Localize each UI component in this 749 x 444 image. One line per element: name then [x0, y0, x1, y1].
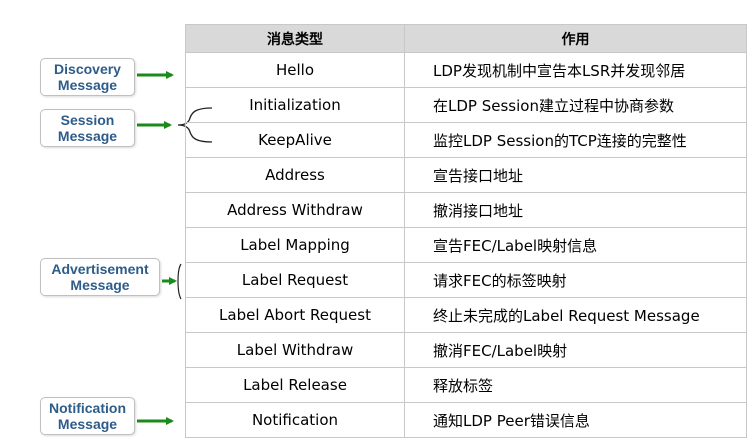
category-session-message: Session Message [40, 109, 135, 147]
category-label-line2: Message [70, 277, 130, 293]
table-header-row: 消息类型 作用 [185, 24, 747, 53]
category-label-line2: Message [57, 77, 118, 93]
ldp-message-table: 消息类型 作用 Hello LDP发现机制中宣告本LSR并发现邻居 Initia… [185, 24, 747, 438]
table-row: Notification 通知LDP Peer错误信息 [185, 402, 747, 438]
purpose-cell: LDP发现机制中宣告本LSR并发现邻居 [404, 52, 747, 88]
message-type-cell: Address Withdraw [185, 192, 405, 228]
purpose-cell: 在LDP Session建立过程中协商参数 [404, 87, 747, 123]
purpose-cell: 撤消接口地址 [404, 192, 747, 228]
message-type-cell: Label Withdraw [185, 332, 405, 368]
purpose-cell: 撤消FEC/Label映射 [404, 332, 747, 368]
header-purpose: 作用 [404, 24, 747, 53]
message-type-cell: Label Mapping [185, 227, 405, 263]
purpose-cell: 终止未完成的Label Request Message [404, 297, 747, 333]
message-type-cell: Hello [185, 52, 405, 88]
category-label-line2: Message [57, 416, 118, 432]
purpose-cell: 释放标签 [404, 367, 747, 403]
purpose-cell: 请求FEC的标签映射 [404, 262, 747, 298]
category-label-line1: Discovery [54, 61, 121, 77]
header-message-type: 消息类型 [185, 24, 405, 53]
table-row: Label Request 请求FEC的标签映射 [185, 262, 747, 298]
category-label-line2: Message [57, 128, 118, 144]
category-label-line1: Session [60, 112, 115, 128]
category-label-line1: Notification [49, 400, 126, 416]
purpose-cell: 通知LDP Peer错误信息 [404, 402, 747, 438]
message-type-cell: Label Request [185, 262, 405, 298]
table-row: Label Mapping 宣告FEC/Label映射信息 [185, 227, 747, 263]
message-type-cell: Label Abort Request [185, 297, 405, 333]
table-row: Initialization 在LDP Session建立过程中协商参数 [185, 87, 747, 123]
purpose-cell: 宣告接口地址 [404, 157, 747, 193]
purpose-cell: 宣告FEC/Label映射信息 [404, 227, 747, 263]
message-type-cell: Initialization [185, 87, 405, 123]
advertisement-bracket [177, 263, 182, 300]
message-type-cell: Label Release [185, 367, 405, 403]
message-type-cell: KeepAlive [185, 122, 405, 158]
purpose-cell: 监控LDP Session的TCP连接的完整性 [404, 122, 747, 158]
category-label-line1: Advertisement [51, 261, 149, 277]
table-row: Label Withdraw 撤消FEC/Label映射 [185, 332, 747, 368]
message-type-cell: Notification [185, 402, 405, 438]
table-row: Address Withdraw 撤消接口地址 [185, 192, 747, 228]
category-notification-message: Notification Message [40, 397, 135, 435]
category-advertisement-message: Advertisement Message [40, 258, 160, 296]
table-row: Label Abort Request 终止未完成的Label Request … [185, 297, 747, 333]
table-row: KeepAlive 监控LDP Session的TCP连接的完整性 [185, 122, 747, 158]
table-row: Label Release 释放标签 [185, 367, 747, 403]
category-discovery-message: Discovery Message [40, 58, 135, 96]
message-type-cell: Address [185, 157, 405, 193]
table-row: Address 宣告接口地址 [185, 157, 747, 193]
table-row: Hello LDP发现机制中宣告本LSR并发现邻居 [185, 52, 747, 88]
